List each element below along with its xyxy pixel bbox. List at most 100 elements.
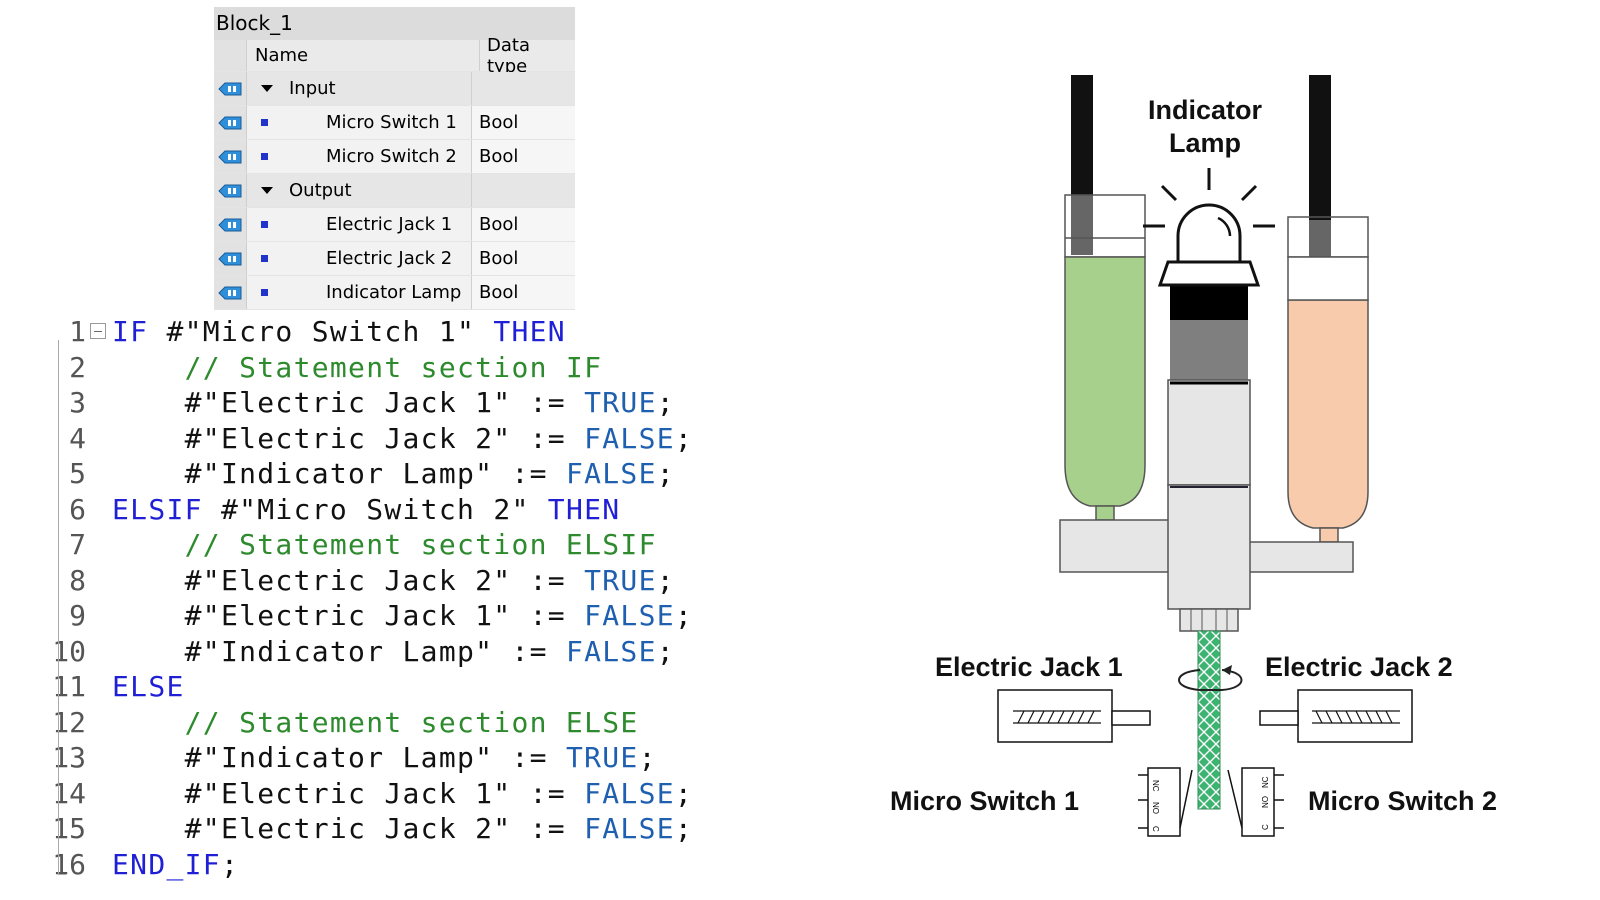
code-token: ; (638, 741, 657, 774)
code-token: #"Electric Jack 2" := (112, 812, 585, 845)
block-title: Block_1 (214, 7, 575, 40)
row-data-type[interactable]: Bool (472, 106, 575, 139)
micro-switch-2-label: Micro Switch 2 (1308, 786, 1498, 816)
interface-tag-icon (214, 276, 247, 309)
code-text: #"Electric Jack 1" := FALSE; (112, 776, 693, 812)
interface-tag-icon (214, 140, 247, 173)
code-text: #"Indicator Lamp" := TRUE; (112, 740, 657, 776)
switch1-c: C (1151, 826, 1160, 832)
mechanism-drawing: NC NO C NC NO C (997, 75, 1413, 837)
line-number: 16 (52, 847, 86, 881)
electric-jack-2 (1259, 689, 1413, 743)
column-type-header[interactable]: Data type (480, 35, 575, 77)
code-line[interactable]: 7 // Statement section ELSIF (40, 527, 840, 563)
line-number: 14 (52, 776, 86, 810)
row-name[interactable]: Micro Switch 2 (247, 140, 472, 173)
row-name[interactable]: Input (247, 72, 472, 105)
literal-token: FALSE (584, 812, 675, 845)
interface-tag-icon (214, 208, 247, 241)
code-line[interactable]: 2 // Statement section IF (40, 350, 840, 386)
code-token: ; (674, 421, 694, 455)
code-token: ; (674, 776, 694, 810)
code-line[interactable]: 16 END_IF; (40, 847, 840, 883)
interface-tag-icon (214, 174, 247, 207)
switch2-no: NO (1261, 796, 1270, 808)
row-data-type[interactable] (472, 174, 575, 207)
expand-triangle-icon[interactable] (261, 187, 273, 194)
code-line[interactable]: 12 // Statement section ELSE (40, 705, 840, 741)
literal-token: TRUE (584, 386, 657, 419)
code-line[interactable]: 8 #"Electric Jack 2" := TRUE; (40, 563, 840, 599)
line-number: 2 (69, 350, 86, 384)
interface-tag-icon (214, 242, 247, 275)
row-name[interactable]: Electric Jack 2 (247, 242, 472, 275)
variable-bullet-icon (261, 221, 268, 228)
line-number: 10 (52, 634, 86, 668)
mechanism-diagram: NC NO C NC NO C Indicator Lamp Electric … (880, 60, 1580, 890)
code-line[interactable]: 4 #"Electric Jack 2" := FALSE; (40, 421, 840, 457)
line-number: 9 (69, 599, 86, 632)
row-name[interactable]: Output (247, 174, 472, 207)
column-name-header[interactable]: Name (247, 40, 480, 71)
row-name[interactable]: Indicator Lamp (247, 276, 472, 309)
row-data-type[interactable]: Bool (472, 276, 575, 309)
variable-bullet-icon (261, 289, 268, 296)
code-token: ; (656, 634, 675, 668)
code-token: #"Micro Switch 2" (202, 492, 548, 526)
electric-jack-1 (997, 689, 1151, 743)
lead-screw (1197, 630, 1221, 810)
left-fluid (1064, 256, 1146, 507)
code-line[interactable]: 14 #"Electric Jack 1" := FALSE; (40, 776, 840, 812)
table-row[interactable]: Input (214, 72, 575, 106)
expand-triangle-icon[interactable] (261, 85, 273, 92)
micro-switch-2: NC NO C (1227, 767, 1284, 837)
code-line[interactable]: 15 #"Electric Jack 2" := FALSE; (40, 811, 840, 847)
literal-token: FALSE (584, 421, 675, 455)
code-line[interactable]: 5 #"Indicator Lamp" := FALSE; (40, 456, 840, 492)
fold-guide (58, 340, 59, 875)
table-row[interactable]: Output (214, 174, 575, 208)
code-token: #"Electric Jack 1" := (112, 776, 585, 810)
row-data-type[interactable]: Bool (472, 140, 575, 173)
row-data-type[interactable]: Bool (472, 208, 575, 241)
row-name[interactable]: Electric Jack 1 (247, 208, 472, 241)
code-text: #"Indicator Lamp" := FALSE; (112, 634, 675, 670)
line-number: 6 (69, 492, 86, 526)
comment-token: // Statement section IF (112, 350, 603, 384)
code-text: #"Electric Jack 2" := FALSE; (112, 421, 693, 457)
code-text: #"Electric Jack 1" := TRUE; (112, 385, 675, 421)
micro-switch-1: NC NO C (1138, 767, 1193, 837)
keyword-token: ELSE (112, 670, 185, 703)
interface-tag-icon (214, 72, 247, 105)
code-text: #"Electric Jack 2" := TRUE; (112, 563, 675, 599)
code-line[interactable]: 13 #"Indicator Lamp" := TRUE; (40, 740, 840, 776)
collapse-icon[interactable] (90, 323, 106, 339)
code-text: // Statement section IF (112, 350, 602, 386)
left-reservoir (1064, 75, 1146, 521)
code-line[interactable]: 6 ELSIF #"Micro Switch 2" THEN (40, 492, 840, 528)
row-name[interactable]: Micro Switch 1 (247, 106, 472, 139)
literal-token: TRUE (565, 741, 639, 774)
code-token: #"Micro Switch 1" (148, 315, 494, 348)
line-number: 1 (69, 315, 86, 348)
row-data-type[interactable]: Bool (472, 242, 575, 275)
row-data-type[interactable] (472, 72, 575, 105)
keyword-token: END_IF (112, 847, 221, 881)
code-line[interactable]: 10 #"Indicator Lamp" := FALSE; (40, 634, 840, 670)
central-column (1167, 285, 1251, 632)
code-line[interactable]: 9 #"Electric Jack 1" := FALSE; (40, 598, 840, 634)
code-text: END_IF; (112, 847, 239, 883)
variable-bullet-icon (261, 153, 268, 160)
code-line[interactable]: 3 #"Electric Jack 1" := TRUE; (40, 385, 840, 421)
code-token: #"Electric Jack 2" := (112, 421, 585, 455)
code-token: ; (656, 457, 675, 490)
code-text: ELSIF #"Micro Switch 2" THEN (112, 492, 620, 528)
